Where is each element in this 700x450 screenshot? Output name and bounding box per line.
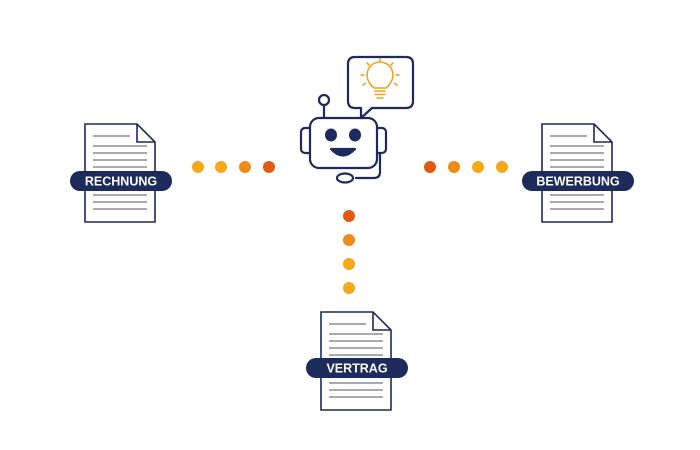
connector-dot bbox=[215, 161, 227, 173]
connector-bottom bbox=[343, 210, 355, 294]
connector-dot bbox=[472, 161, 484, 173]
robot-icon bbox=[299, 93, 388, 184]
connector-dot bbox=[343, 258, 355, 270]
connector-dot bbox=[263, 161, 275, 173]
connector-dot bbox=[496, 161, 508, 173]
connector-dot bbox=[343, 282, 355, 294]
connector-dot bbox=[239, 161, 251, 173]
speech-bubble bbox=[346, 55, 415, 120]
document-vertrag: VERTRAG bbox=[306, 311, 408, 411]
connector-right bbox=[424, 161, 508, 173]
document-label-text: VERTRAG bbox=[326, 362, 387, 376]
lightbulb-icon bbox=[360, 57, 400, 99]
document-bewerbung: BEWERBUNG bbox=[522, 123, 634, 223]
document-label-text: BEWERBUNG bbox=[536, 175, 619, 189]
connector-dot bbox=[192, 161, 204, 173]
document-label-bewerbung: BEWERBUNG bbox=[522, 171, 634, 191]
document-label-text: RECHNUNG bbox=[85, 175, 157, 189]
connector-dot bbox=[343, 234, 355, 246]
connector-dot bbox=[424, 161, 436, 173]
connector-dot bbox=[343, 210, 355, 222]
connector-left bbox=[192, 161, 275, 173]
document-rechnung: RECHNUNG bbox=[70, 123, 172, 223]
document-label-rechnung: RECHNUNG bbox=[70, 171, 172, 191]
document-label-vertrag: VERTRAG bbox=[306, 358, 408, 378]
connector-dot bbox=[448, 161, 460, 173]
